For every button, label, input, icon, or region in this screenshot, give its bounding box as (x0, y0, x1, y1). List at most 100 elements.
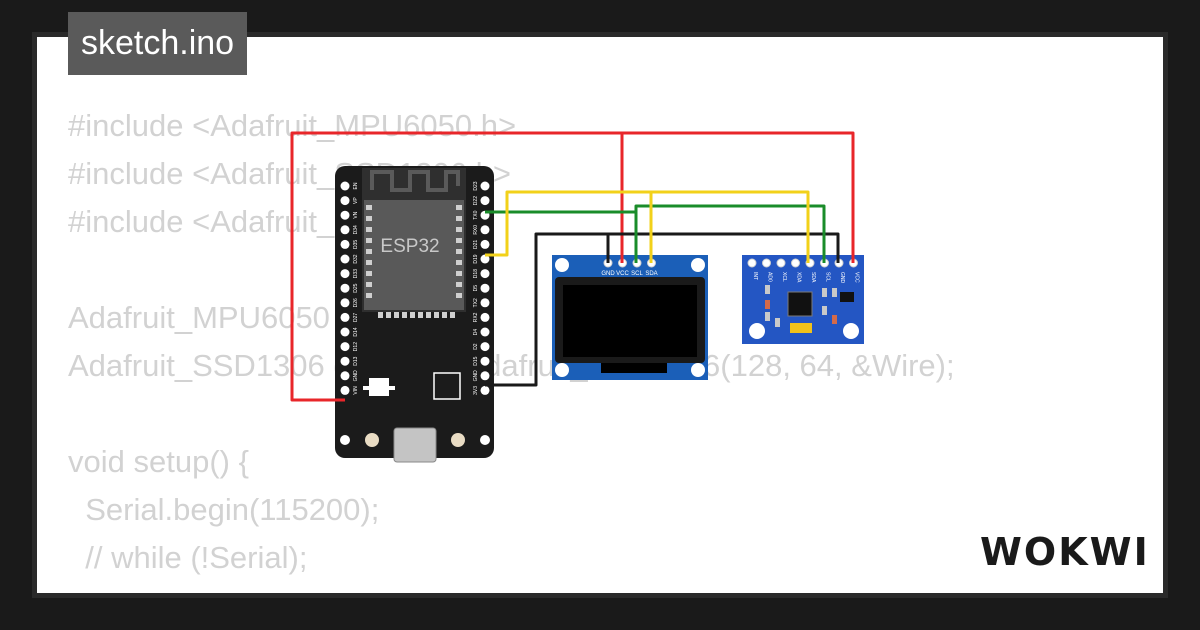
smd-component (765, 312, 770, 321)
esp32-pin-gnd[interactable] (340, 371, 350, 381)
mpu6050-pin-label: XCL (781, 272, 787, 282)
mpu6050-pin-ad0[interactable] (762, 258, 771, 268)
mount-hole (555, 363, 569, 377)
esp32-module-pads (366, 205, 462, 318)
mount-hole (749, 323, 765, 339)
module-pad (366, 293, 372, 298)
file-tab[interactable]: sketch.ino (68, 12, 248, 75)
regulator-pin (363, 386, 369, 390)
esp32-pin-label: D15 (473, 356, 479, 365)
module-pad (366, 260, 372, 265)
reset-button[interactable] (451, 433, 465, 447)
mpu6050-pin-int[interactable] (747, 258, 757, 268)
esp32-pin-label: D27 (353, 313, 359, 322)
module-pad (456, 271, 462, 276)
esp32-pin-label: D13 (353, 356, 359, 365)
esp32-pin-3v3[interactable] (480, 385, 490, 395)
mpu6050-pin-xcl[interactable] (776, 258, 786, 268)
mount-hole (340, 435, 350, 445)
esp32-pin-d32[interactable] (340, 254, 350, 264)
oled-pin-label: GND (601, 271, 615, 277)
esp32-pin-label: D14 (353, 327, 359, 336)
mpu6050-pin-label: XDA (796, 272, 802, 283)
mount-hole (691, 258, 705, 272)
oled-pin-label: SCL (631, 271, 643, 277)
wokwi-logo-text: WOKWI (980, 530, 1150, 574)
esp32-pin-d15[interactable] (480, 356, 490, 366)
esp32-pin-vn[interactable] (340, 210, 350, 220)
esp32-pin-label: D12 (353, 342, 359, 351)
esp32-pin-label: D34 (353, 225, 359, 234)
esp32-pin-d21[interactable] (480, 239, 490, 249)
module-pad (456, 293, 462, 298)
smd-component (765, 300, 770, 309)
wire-vin-vcc (290, 131, 624, 402)
esp32-pin-d14[interactable] (340, 327, 350, 337)
esp32-pin-label: D22 (473, 196, 479, 205)
esp32-pin-d5[interactable] (480, 283, 490, 293)
antenna-trace (370, 170, 460, 192)
smd-component (832, 288, 837, 297)
esp32-pin-d34[interactable] (340, 225, 350, 235)
module-pad (402, 312, 407, 318)
module-pad (456, 238, 462, 243)
module-pad (366, 271, 372, 276)
esp32-pin-d2[interactable] (480, 342, 490, 352)
esp32-pin-d35[interactable] (340, 239, 350, 249)
esp32-pin-en[interactable] (340, 181, 350, 191)
code-line: // while (!Serial); (68, 540, 308, 575)
smd-component (775, 318, 780, 327)
esp32-pin-label: TX0 (473, 210, 479, 219)
regulator-pin (389, 386, 395, 390)
esp32-pin-rx2[interactable] (480, 312, 490, 322)
esp32-pin-d25[interactable] (340, 283, 350, 293)
esp32-pin-label: RX0 (473, 225, 479, 235)
mpu6050-pin-label: GND (839, 272, 845, 284)
esp32-pin-d19[interactable] (480, 254, 490, 264)
esp32-pin-vin[interactable] (340, 385, 350, 395)
esp32-pin-label: EN (353, 182, 359, 189)
regulator (369, 378, 389, 396)
wires (290, 131, 855, 402)
esp32-board[interactable]: ESP32 ENVPVND34D35D32D33D25D26D27D14D12D… (335, 166, 494, 463)
wire-sda-mpu (651, 190, 810, 263)
esp32-pin-d4[interactable] (480, 327, 490, 337)
smd-component (765, 285, 770, 294)
module-pad (456, 260, 462, 265)
esp32-pin-d23[interactable] (480, 181, 490, 191)
esp32-pin-label: D25 (353, 283, 359, 292)
esp32-pin-gnd[interactable] (480, 371, 490, 381)
mpu6050-pin-label: SCL (825, 272, 831, 282)
module-pad (456, 282, 462, 287)
esp32-pin-label: D19 (473, 254, 479, 263)
esp32-pin-label: D33 (353, 269, 359, 278)
esp32-pin-rx0[interactable] (480, 225, 490, 235)
esp32-pin-label: D18 (473, 269, 479, 278)
esp32-pin-d22[interactable] (480, 196, 490, 206)
boot-button[interactable] (365, 433, 379, 447)
module-pad (456, 227, 462, 232)
esp32-pin-d26[interactable] (340, 298, 350, 308)
module-pad (394, 312, 399, 318)
usb-port (393, 427, 437, 463)
mpu6050-pin-xda[interactable] (791, 258, 800, 268)
mpu6050-pin-label: INT (752, 272, 758, 280)
module-pad (418, 312, 423, 318)
esp32-pin-tx2[interactable] (480, 298, 490, 308)
esp32-pin-d18[interactable] (480, 269, 490, 279)
esp32-pin-d33[interactable] (340, 269, 350, 279)
esp32-pin-d13[interactable] (340, 356, 350, 366)
module-pad (450, 312, 455, 318)
esp32-pin-d27[interactable] (340, 312, 350, 322)
module-pad (410, 312, 415, 318)
esp32-pin-label: D5 (473, 285, 479, 292)
esp32-pin-d12[interactable] (340, 342, 350, 352)
oled-screen (563, 285, 697, 357)
esp32-pin-vp[interactable] (340, 196, 350, 206)
esp32-pin-label: D35 (353, 240, 359, 249)
esp32-label: ESP32 (380, 236, 439, 257)
module-pad (366, 227, 372, 232)
